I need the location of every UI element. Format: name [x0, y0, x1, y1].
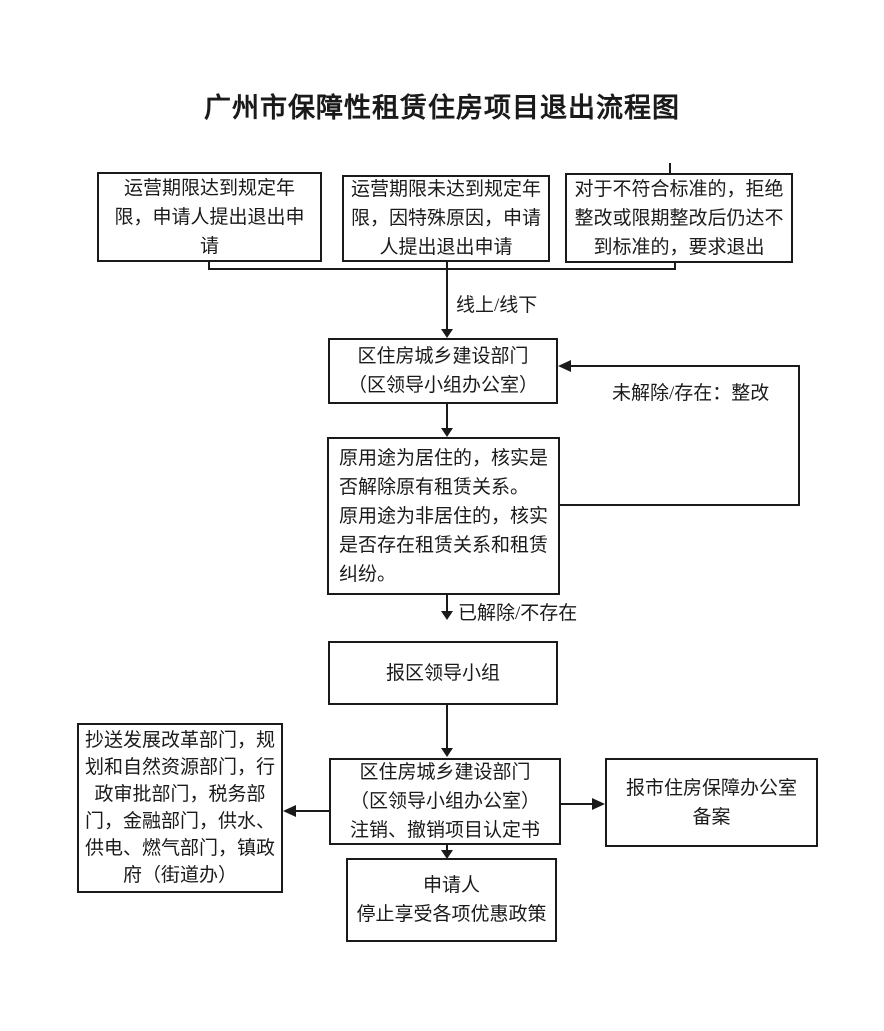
- arrow-to-cancel-cert-line: [446, 705, 448, 749]
- loop-right-line: [798, 365, 800, 506]
- box-applicant: 申请人 停止享受各项优惠政策: [346, 858, 557, 942]
- loop-top-line: [571, 365, 800, 367]
- box-city-record: 报市住房保障办公室 备案: [605, 758, 818, 847]
- edge-label-unresolved: 未解除/存在：整改: [612, 383, 770, 404]
- stub-nonstandard: [674, 263, 676, 270]
- box-cancel-cert: 区住房城乡建设部门 （区领导小组办公室） 注销、撤销项目认定书: [329, 758, 561, 845]
- arrow-to-city-record-head: [592, 798, 605, 810]
- stub-reached-term: [208, 262, 210, 270]
- arrow-to-district-dept-line: [446, 262, 448, 329]
- box-nonstandard: 对于不符合标准的，拒绝 整改或限期整改后仍达不 到标准的，要求退出: [565, 173, 793, 263]
- loop-arrow-head: [558, 360, 571, 372]
- arrow-to-copy-depts-line: [296, 810, 329, 812]
- arrow-to-verify-line: [446, 404, 448, 429]
- arrow-to-district-dept-head: [441, 329, 453, 338]
- box-verify-lease: 原用途为居住的，核实是 否解除原有租赁关系。 原用途为非居住的，核实 是否存在租…: [327, 437, 560, 595]
- stub-above-nonstandard: [669, 163, 671, 173]
- box-copy-depts: 抄送发展改革部门，规 划和自然资源部门，行 政审批部门，税务部 门，金融部门，供…: [77, 723, 283, 893]
- arrow-to-cancel-cert-head: [441, 748, 453, 757]
- arrow-to-verify-head: [441, 428, 453, 437]
- arrow-to-city-record-line: [561, 803, 593, 805]
- box-district-dept: 区住房城乡建设部门 （区领导小组办公室）: [328, 338, 558, 404]
- arrow-to-applicant-head: [441, 850, 453, 859]
- arrow-to-report-group-head: [441, 611, 453, 620]
- loop-bottom-line: [560, 504, 800, 506]
- arrow-to-applicant-line: [446, 845, 448, 851]
- edge-label-channel: 线上/线下: [456, 295, 538, 316]
- arrow-to-copy-depts-head: [283, 805, 296, 817]
- top-connector-line: [208, 268, 676, 270]
- box-reached-term: 运营期限达到规定年 限，申请人提出退出申 请: [97, 172, 322, 262]
- box-not-reached-term: 运营期限未达到规定年 限，因特殊原因，申请 人提出退出申请: [342, 175, 550, 262]
- flowchart-title: 广州市保障性租赁住房项目退出流程图: [204, 93, 680, 123]
- arrow-to-report-group-line: [446, 595, 448, 612]
- box-report-group: 报区领导小组: [328, 641, 558, 705]
- edge-label-resolved: 已解除/不存在: [458, 603, 578, 624]
